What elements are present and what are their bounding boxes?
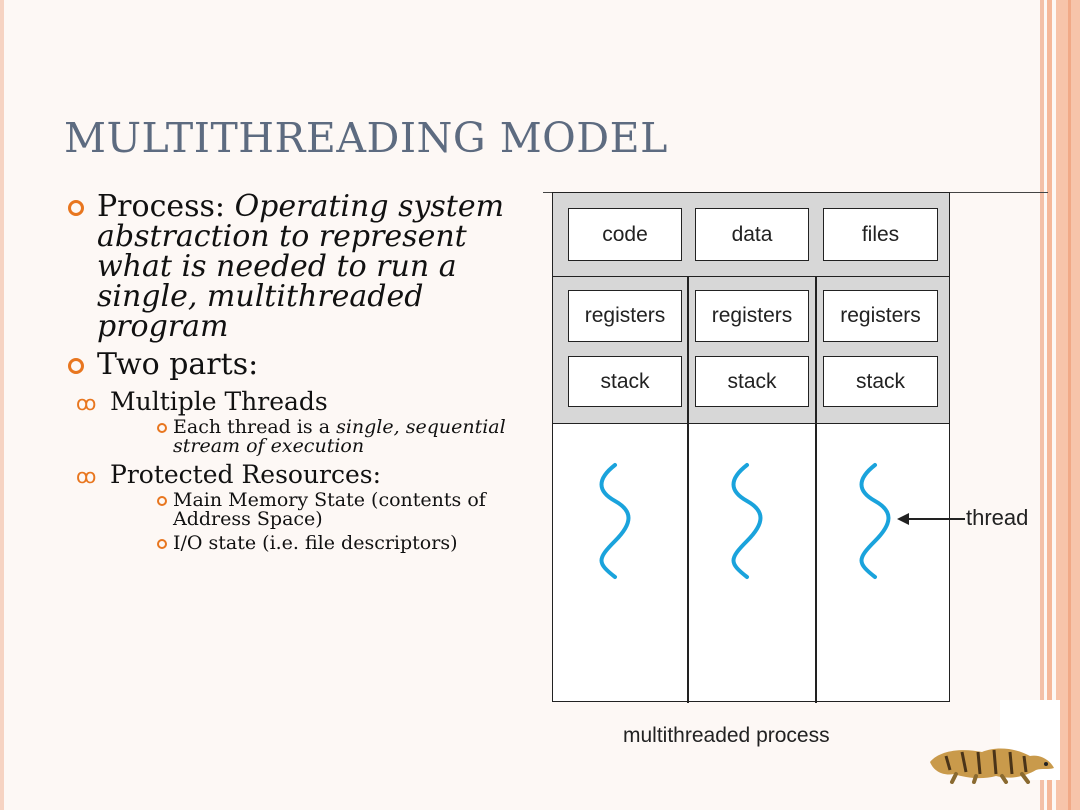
squiggle-bullet-icon: ꝏ xyxy=(76,391,97,415)
tiger-logo-icon xyxy=(930,748,1054,784)
slide-title: MULTITHREADING MODEL xyxy=(64,114,668,162)
thread-desc-italic: single, sequential stream of execution xyxy=(173,416,506,457)
squiggle-bullet-icon: ꝏ xyxy=(76,464,97,488)
data-box: data xyxy=(695,208,809,261)
thread-desc-plain: Each thread is a xyxy=(173,416,337,438)
right-accent-bar xyxy=(1047,0,1052,810)
right-accent-bar xyxy=(1068,0,1071,810)
bullet-icon xyxy=(68,358,84,374)
bullet-list: Process: Operating system abstraction to… xyxy=(64,192,534,558)
thread-wave-icon xyxy=(599,463,631,579)
two-parts-text: Two parts: xyxy=(97,347,259,382)
sub-sub-bullet-io-state: I/O state (i.e. file descriptors) xyxy=(64,534,534,553)
thread-wave-icon xyxy=(859,463,891,579)
registers-box: registers xyxy=(823,290,938,342)
process-box: code data files registers registers regi… xyxy=(552,192,950,703)
registers-box: registers xyxy=(695,290,809,342)
stack-box: stack xyxy=(823,356,938,407)
code-box: code xyxy=(568,208,682,261)
process-description: Operating system abstraction to represen… xyxy=(97,189,505,344)
bullet-process: Process: Operating system abstraction to… xyxy=(64,192,534,342)
thread-arrow-icon xyxy=(897,513,965,525)
bullet-icon xyxy=(157,423,167,433)
bullet-icon xyxy=(157,496,167,506)
bullet-icon xyxy=(157,539,167,549)
sub-bullet-protected-resources: ꝏ Protected Resources: xyxy=(64,461,534,488)
sub-bullet-multiple-threads: ꝏ Multiple Threads xyxy=(64,388,534,415)
files-box: files xyxy=(823,208,938,261)
sub-sub-bullet-thread-desc: Each thread is a single, sequential stre… xyxy=(64,418,534,456)
thread-label: thread xyxy=(966,505,1029,530)
multithreaded-process-diagram: code data files registers registers regi… xyxy=(543,192,1048,762)
protected-resources-text: Protected Resources: xyxy=(110,460,382,489)
process-label: Process: xyxy=(97,189,235,224)
multiple-threads-text: Multiple Threads xyxy=(110,387,328,416)
registers-box: registers xyxy=(568,290,682,342)
sub-sub-bullet-main-memory: Main Memory State (contents of Address S… xyxy=(64,491,534,529)
main-memory-text: Main Memory State (contents of Address S… xyxy=(173,489,486,530)
diagram-caption: multithreaded process xyxy=(623,724,830,747)
stack-box: stack xyxy=(695,356,809,407)
thread-column-divider xyxy=(687,277,689,703)
io-state-text: I/O state (i.e. file descriptors) xyxy=(173,532,458,554)
thread-wave-icon xyxy=(731,463,763,579)
right-accent-bar xyxy=(1040,0,1044,810)
stack-box: stack xyxy=(568,356,682,407)
bullet-icon xyxy=(68,200,84,216)
left-accent-bar xyxy=(0,0,4,810)
thread-column-divider xyxy=(815,277,817,703)
bullet-two-parts: Two parts: xyxy=(64,350,534,380)
